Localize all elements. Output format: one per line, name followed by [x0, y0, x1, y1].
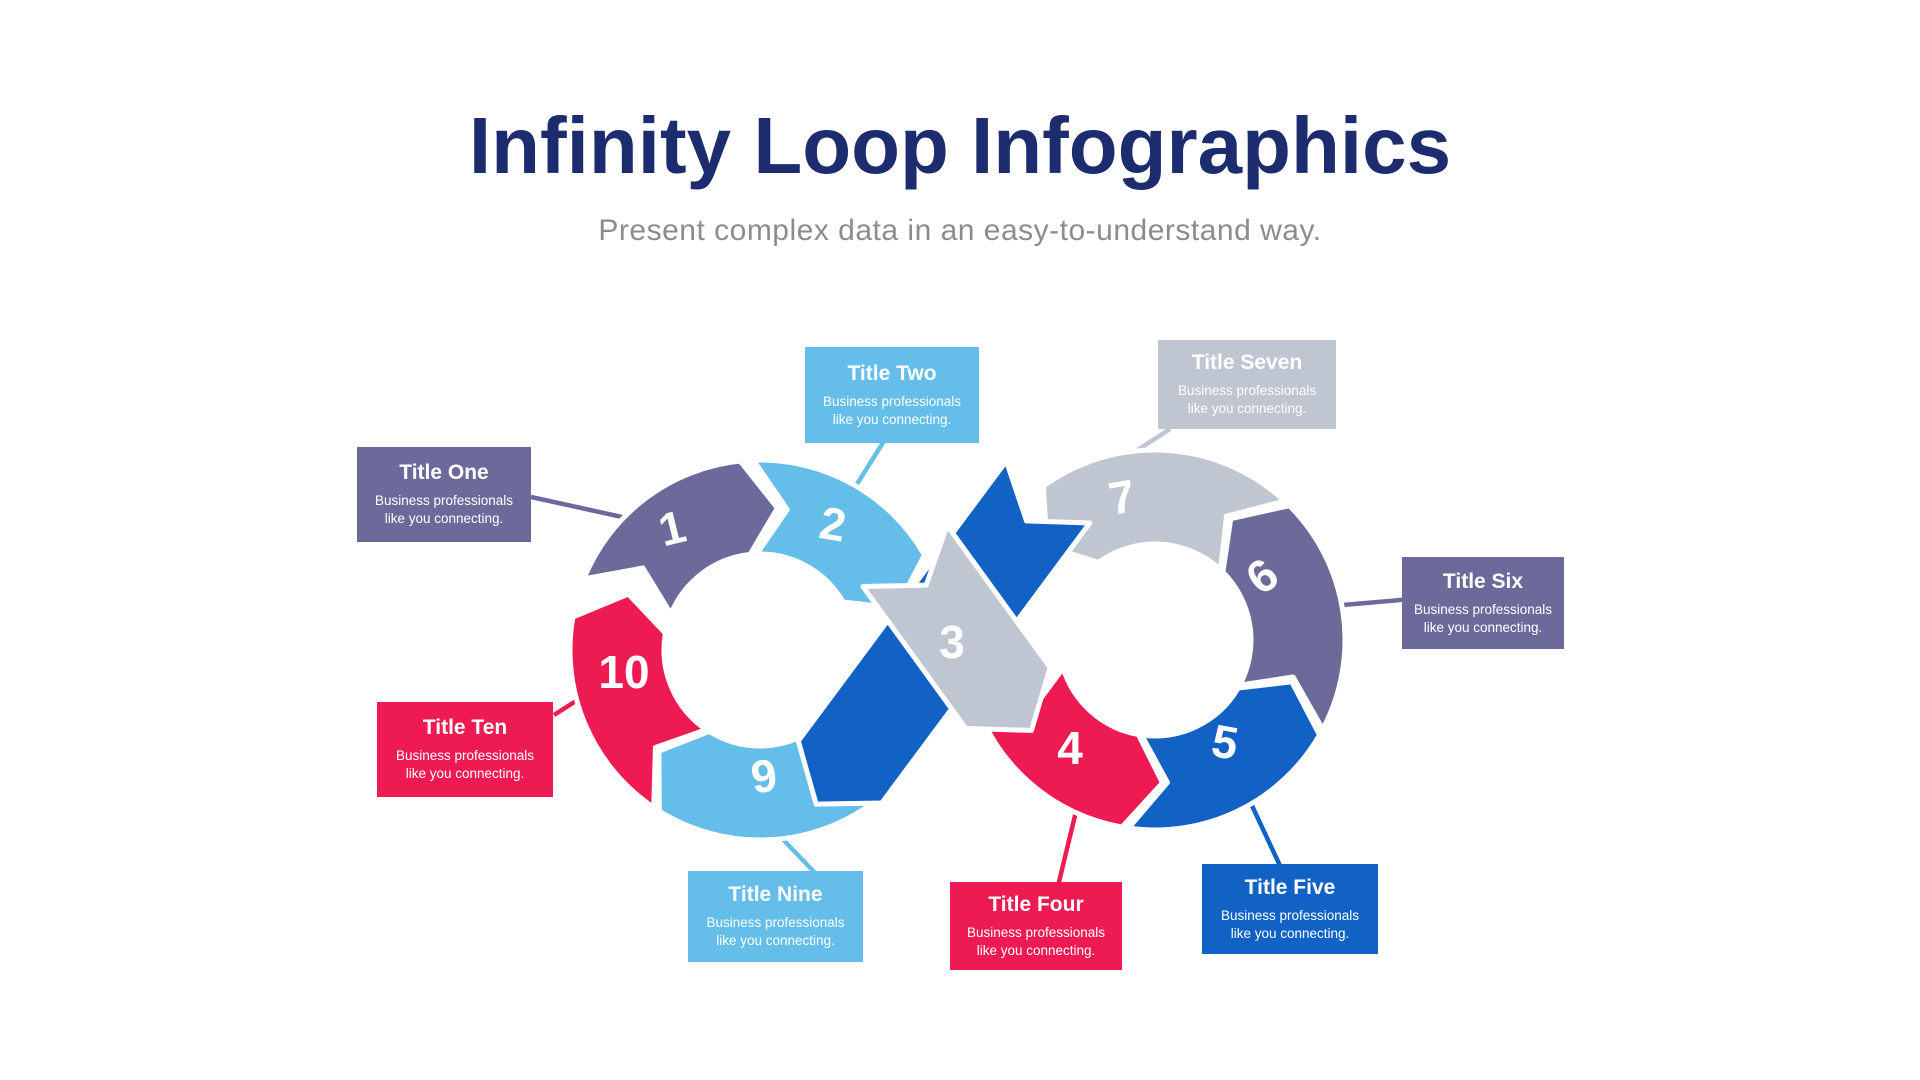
callout-title-six-body: Business professionals like you connecti… — [1413, 601, 1553, 635]
segment-arrow-4 — [970, 665, 1165, 830]
callout-title-seven-body: Business professionals like you connecti… — [1177, 383, 1317, 416]
loop-segments — [567, 447, 1348, 843]
callout-title-seven-heading: Title Seven — [1191, 351, 1303, 375]
callout-title-ten-body: Business professionals like you connecti… — [395, 748, 535, 781]
page-subtitle: Present complex data in an easy-to-under… — [598, 214, 1322, 247]
callout-title-six: Title Six Business professionals like yo… — [1402, 557, 1564, 649]
connector-line-two — [850, 439, 886, 494]
callout-title-seven: Title Seven Business professionals like … — [1158, 340, 1336, 429]
callout-title-nine-heading: Title Nine — [728, 883, 823, 907]
callout-title-nine: Title Nine Business professionals like y… — [688, 871, 863, 962]
slide-header: Infinity Loop Infographics Present compl… — [0, 104, 1920, 248]
segment-numbers: 1 2 3 4 5 6 7 9 10 — [598, 469, 1288, 803]
callout-title-four-heading: Title Four — [988, 892, 1084, 916]
segment-arrow-9 — [656, 726, 872, 843]
callout-title-one: Title One Business professionals like yo… — [357, 447, 531, 542]
callout-title-five: Title Five Business professionals like y… — [1202, 864, 1378, 954]
callout-title-one-body: Business professionals like you connecti… — [374, 493, 514, 526]
callout-title-ten: Title Ten Business professionals like yo… — [377, 702, 553, 797]
segment-arrow-5 — [1126, 679, 1323, 833]
callout-title-four: Title Four Business professionals like y… — [950, 882, 1122, 970]
callout-title-nine-body: Business professionals like you connecti… — [706, 915, 845, 948]
callout-title-six-heading: Title Six — [1442, 569, 1524, 593]
segment-number-3: 3 — [939, 616, 965, 668]
callout-title-one-heading: Title One — [399, 461, 489, 485]
callout-title-five-body: Business professionals like you connecti… — [1220, 907, 1360, 941]
segment-arrow-3 — [860, 522, 1053, 733]
page-title: Infinity Loop Infographics — [468, 101, 1452, 190]
segment-arrow-7 — [1040, 447, 1288, 573]
callout-title-five-heading: Title Five — [1244, 875, 1336, 899]
segment-arrow-2 — [750, 457, 928, 611]
segment-number-4: 4 — [1057, 722, 1083, 774]
segment-arrow-6 — [1220, 503, 1348, 732]
callout-title-two-heading: Title Two — [847, 361, 937, 385]
segment-number-10: 10 — [598, 646, 649, 698]
callout-title-two-body: Business professionals like you connecti… — [822, 393, 962, 427]
callout-title-ten-heading: Title Ten — [422, 716, 508, 740]
segment-arrow-1 — [581, 458, 780, 617]
segment-arrow-10 — [567, 591, 709, 811]
callout-title-two: Title Two Business professionals like yo… — [805, 347, 979, 443]
callout-title-four-body: Business professionals like you connecti… — [966, 924, 1106, 958]
